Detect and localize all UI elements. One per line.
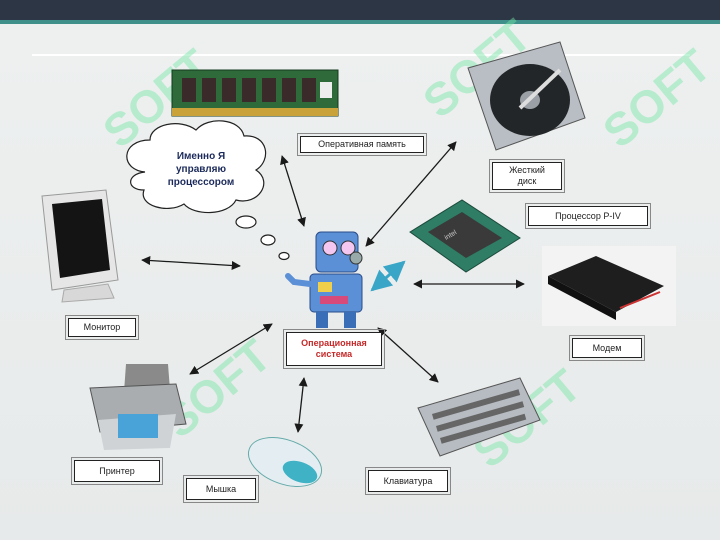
title-bar bbox=[0, 0, 720, 20]
thought-bubble bbox=[126, 120, 290, 261]
label-os-line-2: система bbox=[315, 349, 353, 359]
label-os-line-1: Операционная bbox=[301, 338, 367, 348]
label-operating-system: Операционная система bbox=[283, 329, 385, 369]
thought-line-2: управляю bbox=[175, 164, 226, 175]
label-printer-text: Принтер bbox=[99, 465, 135, 476]
accent-stripe bbox=[0, 20, 720, 24]
label-cpu-text: Процессор P-IV bbox=[555, 210, 621, 221]
hard-disk-image bbox=[467, 41, 586, 151]
svg-text:SOFT: SOFT bbox=[593, 39, 720, 158]
arrow-mouse bbox=[294, 377, 308, 433]
label-cpu: Процессор P-IV bbox=[525, 203, 651, 229]
label-monitor-text: Монитор bbox=[83, 322, 121, 332]
arrow-cpu bbox=[370, 260, 406, 292]
thought-line-3: процессором bbox=[167, 177, 235, 188]
arrow-hdd bbox=[365, 141, 457, 247]
label-hdd: Жесткий диск bbox=[489, 159, 565, 193]
mouse-image bbox=[248, 437, 322, 487]
arrow-ram bbox=[280, 155, 306, 227]
ram-module-image bbox=[171, 69, 339, 117]
modem-image bbox=[542, 246, 676, 326]
label-keyboard-text: Клавиатура bbox=[383, 475, 433, 486]
printer-image bbox=[89, 364, 187, 450]
label-mouse-text: Мышка bbox=[205, 483, 237, 494]
connector-arrows bbox=[141, 141, 525, 433]
label-modem: Модем bbox=[569, 335, 645, 361]
arrow-keyboard bbox=[377, 327, 439, 383]
cpu-image: intel bbox=[409, 199, 521, 273]
label-keyboard: Клавиатура bbox=[365, 467, 451, 495]
label-mouse: Мышка bbox=[183, 475, 259, 503]
label-ram: Оперативная память bbox=[297, 133, 427, 156]
label-printer: Принтер bbox=[71, 457, 163, 485]
thought-line-1: Именно Я bbox=[176, 151, 226, 162]
monitor-image bbox=[41, 189, 119, 303]
label-modem-text: Модем bbox=[592, 342, 622, 353]
thought-text: Именно Я управляю процессором bbox=[156, 150, 246, 189]
label-hdd-line-1: Жесткий bbox=[509, 165, 545, 175]
robot-image bbox=[285, 231, 363, 328]
slide-highlight-line bbox=[32, 54, 690, 56]
arrow-monitor bbox=[141, 255, 241, 271]
keyboard-image bbox=[417, 377, 541, 457]
label-hdd-line-2: диск bbox=[517, 176, 537, 186]
label-ram-text: Оперативная память bbox=[318, 139, 406, 149]
label-monitor: Монитор bbox=[65, 315, 139, 340]
arrow-printer bbox=[189, 323, 273, 375]
